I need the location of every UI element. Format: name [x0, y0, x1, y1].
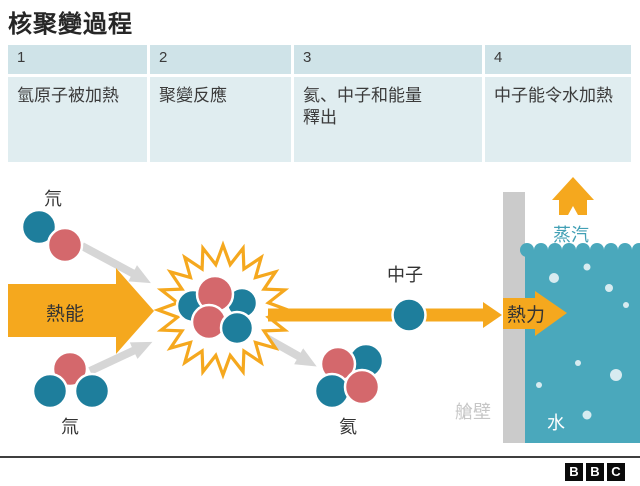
- tritium-label: 氚: [61, 417, 79, 437]
- bbc-logo: B B C: [565, 463, 625, 481]
- neutron-arrow-shaft: [268, 308, 484, 322]
- deuterium-label: 氘: [44, 189, 62, 209]
- deuterium-arrow: [80, 242, 151, 284]
- proton-particle: [343, 368, 381, 406]
- wave-crest: [548, 243, 562, 257]
- bubble: [583, 263, 591, 271]
- wave-crest: [618, 243, 632, 257]
- bubble: [623, 302, 629, 308]
- bbc-logo-letter: B: [565, 463, 583, 481]
- page-title: 核聚變過程: [8, 11, 133, 38]
- neutron-path: [268, 297, 502, 333]
- step-column-3: 3 氦、中子和能量 釋出: [291, 45, 482, 162]
- bubble: [575, 360, 581, 366]
- step-number: 2: [150, 45, 291, 74]
- heat-power-arrow: [503, 291, 567, 336]
- wall-label: 艙壁: [455, 402, 491, 422]
- heat-power-label: 熱力: [507, 305, 546, 326]
- step-text-line2: 釋出: [303, 108, 337, 128]
- footer-divider: [0, 456, 640, 458]
- water-bubbles: [536, 263, 629, 420]
- steam-arrow: [552, 177, 594, 215]
- wave-crest: [520, 243, 534, 257]
- wave-crest: [590, 243, 604, 257]
- heat-energy-label: 熱能: [46, 304, 85, 325]
- bubble: [605, 284, 613, 292]
- steam-label: 蒸汽: [553, 225, 589, 245]
- bubble: [582, 410, 592, 420]
- tritium-arrow: [88, 341, 153, 375]
- wave-crest: [576, 243, 590, 257]
- step-text-line1: 聚變反應: [159, 86, 227, 105]
- water-body: [525, 250, 640, 443]
- bubble: [610, 369, 622, 381]
- neutron-label: 中子: [387, 265, 423, 285]
- neutron-particle: [391, 297, 427, 333]
- water-label: 水: [547, 413, 565, 433]
- nucleus-particle-blue: [219, 310, 255, 346]
- step-text-line1: 氫原子被加熱: [17, 86, 119, 105]
- neutron-arrow-head: [483, 302, 502, 328]
- step-number: 1: [8, 45, 147, 74]
- water-tank: [520, 243, 640, 443]
- step-description: 中子能令水加熱: [485, 77, 631, 162]
- step-description: 氦、中子和能量 釋出: [294, 77, 482, 162]
- fusing-nucleus: [175, 274, 259, 346]
- bubble: [549, 273, 559, 283]
- bbc-logo-letter: C: [607, 463, 625, 481]
- proton-particle: [46, 226, 84, 264]
- wave-crest: [562, 243, 576, 257]
- step-column-1: 1 氫原子被加熱: [8, 45, 147, 162]
- step-number: 3: [294, 45, 482, 74]
- step-number: 4: [485, 45, 631, 74]
- step-text-line1: 中子能令水加熱: [494, 86, 613, 105]
- helium-label: 氦: [339, 417, 357, 437]
- step-column-2: 2 聚變反應: [147, 45, 291, 162]
- step-column-4: 4 中子能令水加熱: [482, 45, 631, 162]
- tritium-atom: [31, 350, 111, 410]
- heat-energy-arrow: [8, 268, 154, 354]
- steps-table: 1 氫原子被加熱 2 聚變反應 3 氦、中子和能量 釋出 4 中子能令水加熱: [8, 45, 631, 162]
- wave-crest: [534, 243, 548, 257]
- wave-crest: [604, 243, 618, 257]
- bbc-logo-letter: B: [586, 463, 604, 481]
- step-description: 聚變反應: [150, 77, 291, 162]
- step-text-line1: 氦、中子和能量: [303, 86, 422, 105]
- neutron-particle: [313, 372, 351, 410]
- helium-atom: [313, 342, 385, 410]
- wave-crest: [632, 243, 640, 257]
- step-description: 氫原子被加熱: [8, 77, 147, 162]
- neutron-particle: [20, 208, 58, 246]
- bubble: [536, 382, 542, 388]
- deuterium-atom: [20, 208, 84, 264]
- neutron-particle: [73, 372, 111, 410]
- neutron-particle: [31, 372, 69, 410]
